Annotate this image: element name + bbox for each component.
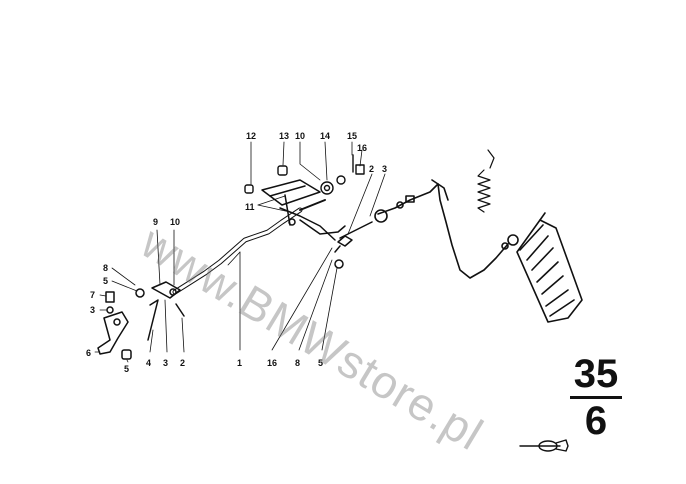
callout-1: 1 (237, 358, 242, 368)
left-lever-icon (105, 281, 185, 341)
callout-10-left: 10 (170, 217, 180, 227)
pedal-icon (501, 212, 583, 323)
linkage-rod-icon (172, 199, 326, 295)
callout-15: 15 (347, 131, 357, 141)
callout-3-left: 3 (90, 305, 95, 315)
bellcrank-rod-icon (374, 179, 509, 279)
callout-8-left: 8 (103, 263, 108, 273)
group-number: 35 6 (566, 354, 626, 441)
hardware-cluster-icon (244, 154, 365, 195)
callout-12: 12 (246, 131, 256, 141)
callout-14: 14 (320, 131, 330, 141)
callout-3-bottom: 3 (163, 358, 168, 368)
callout-8-bottom: 8 (295, 358, 300, 368)
callout-labels: 12 13 10 14 15 16 2 3 11 9 10 8 5 7 3 6 … (86, 131, 387, 374)
callout-5-bottom-left: 5 (124, 364, 129, 374)
callout-9: 9 (153, 217, 158, 227)
callout-5-bottom: 5 (318, 358, 323, 368)
leader-lines (94, 141, 386, 363)
group-main-number: 35 (573, 352, 619, 396)
callout-2-bottom: 2 (180, 358, 185, 368)
group-divider (570, 396, 622, 399)
callout-3-top: 3 (382, 164, 387, 174)
callout-10-top: 10 (295, 131, 305, 141)
return-spring-icon (477, 149, 495, 213)
callout-13: 13 (279, 131, 289, 141)
callout-7: 7 (90, 290, 95, 300)
callout-2-top: 2 (369, 164, 374, 174)
key-icon (519, 439, 569, 452)
throttle-bracket-icon (97, 311, 132, 360)
callout-6: 6 (86, 348, 91, 358)
callout-11: 11 (245, 202, 255, 212)
callout-5-left: 5 (103, 276, 108, 286)
group-sub-number: 6 (584, 399, 608, 443)
callout-16-top: 16 (357, 143, 367, 153)
callout-16-bottom: 16 (267, 358, 277, 368)
pull-rod-icon (334, 221, 373, 269)
callout-4: 4 (146, 358, 151, 368)
